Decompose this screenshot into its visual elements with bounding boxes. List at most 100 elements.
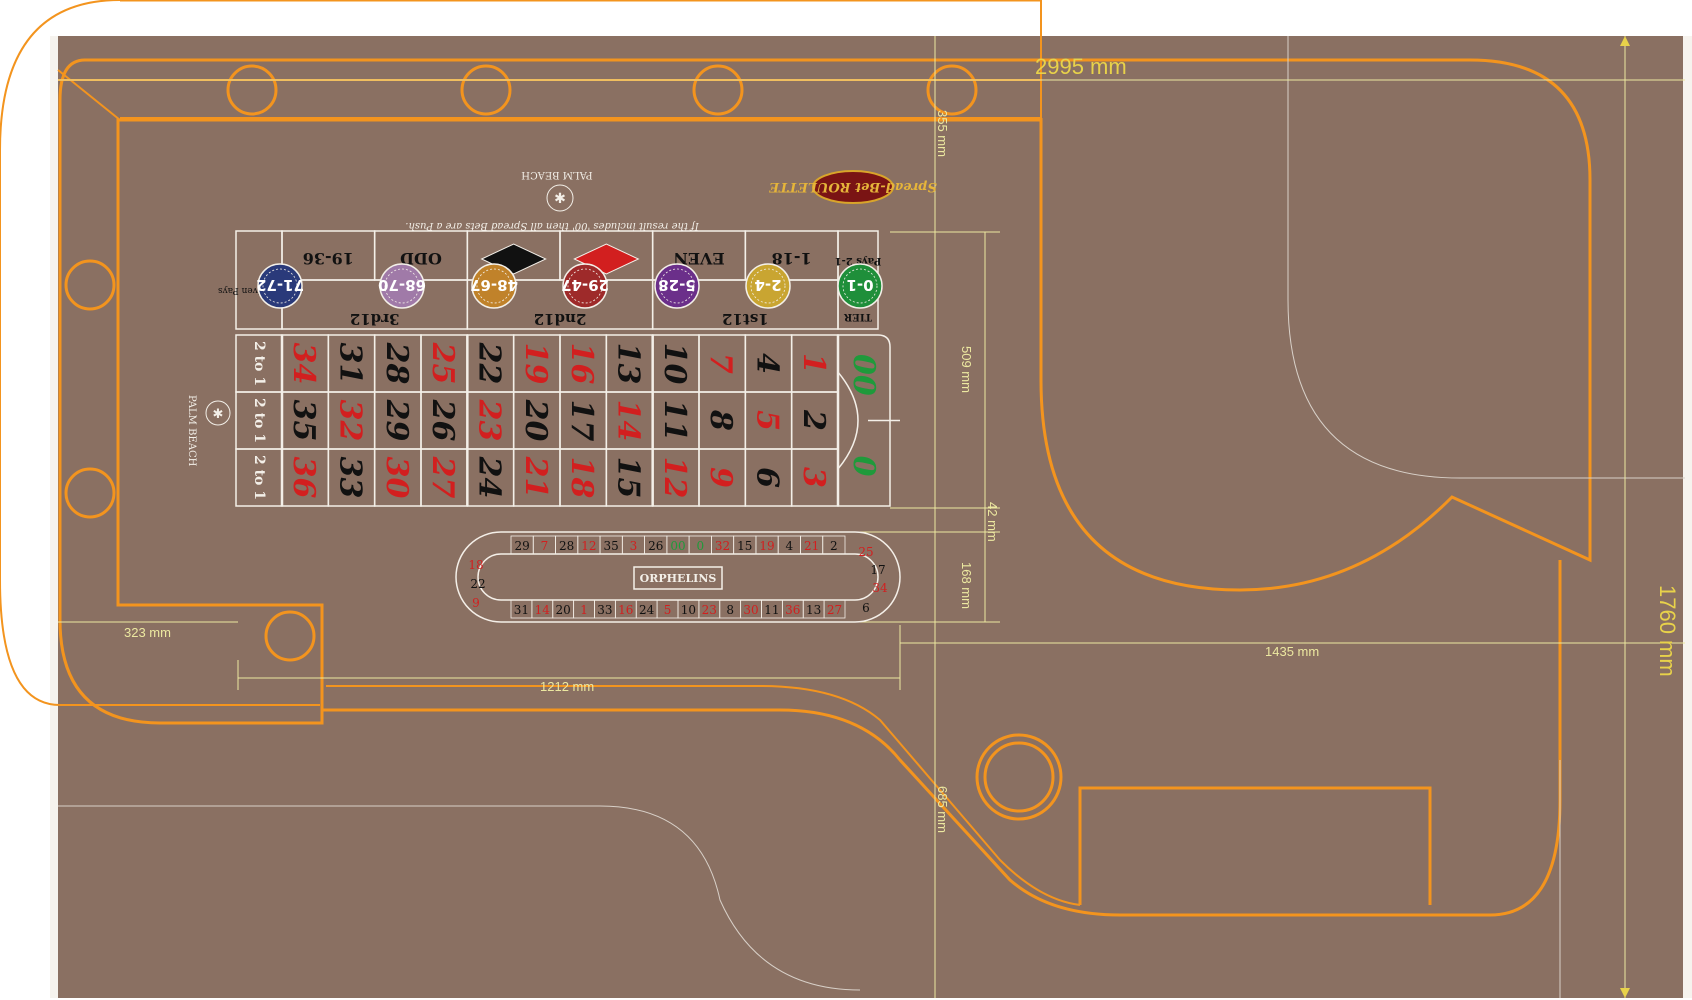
racetrack-number: 35 xyxy=(604,539,619,553)
spread-bet-chip[interactable]: 71-72 xyxy=(256,263,304,309)
dim-left-margin: 323 mm xyxy=(124,625,171,640)
zero-divider xyxy=(837,371,859,470)
number-label: 26 xyxy=(425,399,460,442)
seat-circle xyxy=(926,64,978,116)
outside-bet-label: 19-36 xyxy=(303,249,354,268)
seat-circle xyxy=(226,64,278,116)
racetrack-number: 16 xyxy=(618,603,633,617)
seat-circle xyxy=(64,259,116,311)
racetrack-number: 14 xyxy=(535,603,551,617)
dim-top-margin: 355 mm xyxy=(935,110,950,157)
number-label: 22 xyxy=(472,342,507,385)
racetrack-number: 20 xyxy=(556,603,571,617)
number-label: 14 xyxy=(611,400,646,442)
number-label: 31 xyxy=(333,343,368,385)
chip-label: 2-4 xyxy=(754,276,781,294)
seat-circle xyxy=(264,610,316,662)
number-label: 23 xyxy=(472,399,507,442)
column-bet-label: 2 to 1 xyxy=(251,455,267,500)
dim-height: 1760 mm xyxy=(1655,585,1680,677)
spread-bet-chip[interactable]: 68-70 xyxy=(378,263,426,309)
number-label: 32 xyxy=(333,400,368,442)
seat-circle xyxy=(460,64,512,116)
number-label: 12 xyxy=(657,457,692,499)
number-label: 5 xyxy=(750,410,785,431)
racetrack-number: 28 xyxy=(559,539,574,553)
chip-label: 71-72 xyxy=(256,276,304,294)
dim-racetrack-height: 168 mm xyxy=(959,562,974,609)
left-strip xyxy=(50,36,58,998)
number-label: 28 xyxy=(379,342,414,385)
column-bet-cell[interactable] xyxy=(235,448,283,507)
dimension-arrows xyxy=(1620,36,1630,998)
number-label: 2 xyxy=(796,409,831,431)
spread-bet-notice: If the result includes '00' then all Spr… xyxy=(405,220,699,231)
number-label: 25 xyxy=(425,342,460,385)
racetrack-number: 26 xyxy=(648,539,663,553)
number-label: 6 xyxy=(750,467,785,488)
number-label: 30 xyxy=(379,457,414,499)
racetrack-number: 4 xyxy=(786,539,794,553)
spread-bet-chip[interactable]: 48-67 xyxy=(470,263,518,309)
chip-label: 29-47 xyxy=(561,276,609,294)
svg-text:✱: ✱ xyxy=(554,191,566,207)
racetrack-number: 3 xyxy=(630,539,638,553)
racetrack-number: 19 xyxy=(759,539,774,553)
chip-label: 5-28 xyxy=(658,276,696,294)
number-label: 18 xyxy=(564,457,599,499)
svg-text:PALM BEACH: PALM BEACH xyxy=(186,395,197,467)
racetrack-cell[interactable] xyxy=(823,599,846,619)
dozen-bet-label: 1st12 xyxy=(722,310,769,328)
palm-beach-logo-top: PALM BEACH ✱ xyxy=(521,169,593,212)
dimension-lines xyxy=(58,36,1685,998)
number-label: 9 xyxy=(703,467,738,488)
racetrack-number: 5 xyxy=(664,603,672,617)
spread-bet-chip[interactable]: 2-4 xyxy=(745,263,791,309)
racetrack-number: 24 xyxy=(639,603,655,617)
spread-bet-chip[interactable]: 29-47 xyxy=(561,263,609,309)
zero-label: 00 xyxy=(846,354,881,396)
racetrack-number: 31 xyxy=(514,603,529,617)
outside-bet-label: 1-18 xyxy=(772,249,812,268)
spread-bet-logo: Spread-Bet ROULETTE xyxy=(768,170,937,204)
racetrack-number: 11 xyxy=(764,603,779,617)
dim-layout-width: 1212 mm xyxy=(540,679,594,694)
dim-lower-height: 685 mm xyxy=(935,786,950,833)
racetrack-number: 32 xyxy=(715,539,730,553)
racetrack-number: 23 xyxy=(702,603,717,617)
spread-bet-chip[interactable]: 5-28 xyxy=(654,263,700,309)
number-label: 34 xyxy=(286,343,321,385)
racetrack-inner xyxy=(477,553,879,601)
number-label: 3 xyxy=(796,467,831,488)
dim-width: 2995 mm xyxy=(1035,54,1127,79)
orphelins-box[interactable] xyxy=(633,566,723,590)
number-label: 21 xyxy=(518,456,553,499)
racetrack-number: 6 xyxy=(862,601,870,615)
racetrack-number: 33 xyxy=(597,603,612,617)
table-outline xyxy=(0,0,1592,917)
racetrack-number: 30 xyxy=(743,603,758,617)
number-label: 11 xyxy=(657,400,692,442)
number-label: 33 xyxy=(333,457,368,499)
racetrack-cell[interactable] xyxy=(822,535,846,555)
chip-label: 48-67 xyxy=(470,276,518,294)
racetrack-number: 00 xyxy=(670,539,685,553)
dim-right-width: 1435 mm xyxy=(1265,644,1319,659)
number-label: 16 xyxy=(564,343,599,385)
column-bet-label: 2 to 1 xyxy=(251,398,267,443)
racetrack-number: 29 xyxy=(514,539,529,553)
racetrack-number: 15 xyxy=(737,539,752,553)
pays-label: Pays 2-1 xyxy=(835,255,882,266)
racetrack-number: 27 xyxy=(827,603,842,617)
player-positions xyxy=(64,64,978,662)
racetrack-number: 13 xyxy=(806,603,821,617)
svg-text:Spread-Bet ROULETTE: Spread-Bet ROULETTE xyxy=(768,179,937,194)
spread-bet-chip[interactable]: 0-1 xyxy=(837,263,883,309)
racetrack-number: 10 xyxy=(681,603,696,617)
racetrack-number: 25 xyxy=(858,545,873,559)
zero-area[interactable] xyxy=(837,334,891,507)
racetrack-number: 8 xyxy=(726,603,734,617)
racetrack-number: 7 xyxy=(541,539,549,553)
